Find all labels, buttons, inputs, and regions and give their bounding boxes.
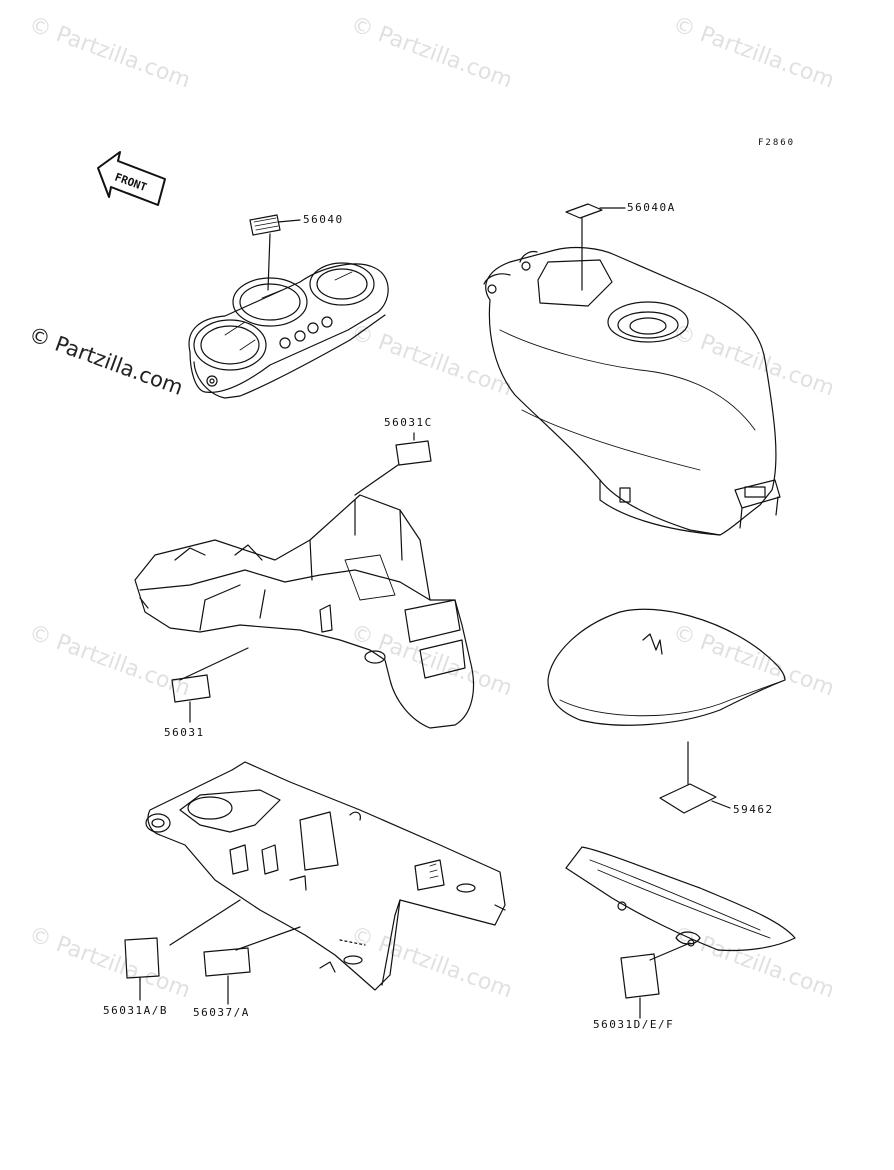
callout-59462: 59462 (733, 803, 774, 816)
label-sticker-56031AB (124, 899, 241, 1001)
callout-56031AB: 56031A/B (103, 1004, 168, 1017)
figure-code: F2860 (758, 138, 796, 148)
callout-56037A: 56037/A (193, 1006, 250, 1019)
fuel-tank (483, 246, 781, 536)
callout-56031DEF: 56031D/E/F (593, 1018, 675, 1031)
label-sticker-59462 (659, 741, 731, 814)
front-arrow-icon: FRONT (97, 151, 166, 206)
callout-56031C: 56031C (384, 416, 433, 429)
chain-guard (565, 846, 796, 952)
label-sticker-56031 (171, 647, 249, 723)
rear-fender (134, 494, 475, 729)
label-sticker-56037A (203, 926, 301, 1005)
label-sticker-56040A (565, 203, 626, 291)
swingarm (145, 761, 506, 991)
label-sticker-56031DEF (620, 942, 691, 1019)
callout-56040: 56040 (303, 213, 344, 226)
seat-cover (547, 608, 786, 726)
meter-assembly (188, 262, 389, 399)
label-sticker-56040 (249, 214, 301, 291)
callout-56031: 56031 (164, 726, 205, 739)
label-sticker-56031C (354, 432, 432, 496)
callout-56040A: 56040A (627, 201, 676, 214)
